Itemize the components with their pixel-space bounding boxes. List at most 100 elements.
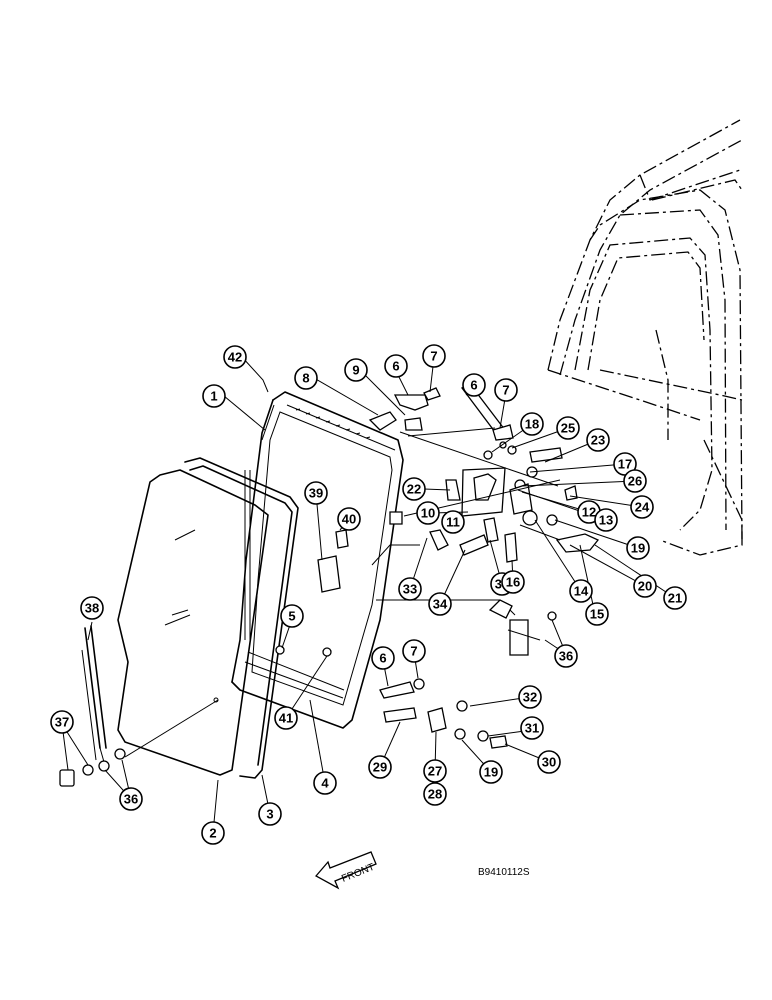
callout-circle bbox=[337, 507, 361, 531]
callout-27: 27 bbox=[423, 759, 447, 783]
callout-number: 10 bbox=[421, 506, 435, 521]
callout-14: 14 bbox=[569, 579, 593, 603]
callout-circle bbox=[462, 373, 486, 397]
callout-circle bbox=[371, 646, 395, 670]
callout-circle bbox=[119, 787, 143, 811]
callout-circle bbox=[384, 354, 408, 378]
callout-38: 38 bbox=[80, 596, 104, 620]
callout-circle bbox=[633, 574, 657, 598]
callout-number: 8 bbox=[302, 371, 309, 386]
callout-number: 29 bbox=[373, 760, 387, 775]
callout-circle bbox=[422, 344, 446, 368]
callout-number: 25 bbox=[561, 421, 575, 436]
door-frame bbox=[231, 391, 404, 729]
front-arrow-icon: FRONT bbox=[314, 851, 377, 890]
callout-number: 19 bbox=[631, 541, 645, 556]
callout-circle bbox=[537, 750, 561, 774]
callout-7: 7 bbox=[494, 378, 518, 402]
callout-11: 11 bbox=[441, 510, 465, 534]
callout-41: 41 bbox=[274, 706, 298, 730]
callout-13: 13 bbox=[594, 508, 618, 532]
callout-circle bbox=[520, 412, 544, 436]
callout-9: 9 bbox=[344, 358, 368, 382]
callout-2: 2 bbox=[201, 821, 225, 845]
callout-circle bbox=[586, 428, 610, 452]
callout-number: 17 bbox=[618, 457, 632, 472]
callout-number: 6 bbox=[392, 359, 399, 374]
callout-circle bbox=[501, 570, 525, 594]
callout-7: 7 bbox=[422, 344, 446, 368]
callout-6: 6 bbox=[384, 354, 408, 378]
callout-22: 22 bbox=[402, 477, 426, 501]
callout-circle bbox=[416, 501, 440, 525]
callout-number: 42 bbox=[228, 350, 242, 365]
callout-circle bbox=[585, 602, 609, 626]
callout-number: 24 bbox=[635, 500, 650, 515]
callout-circle bbox=[594, 508, 618, 532]
callout-number: 28 bbox=[428, 787, 442, 802]
glass-pane bbox=[117, 469, 269, 776]
callout-number: 15 bbox=[590, 607, 604, 622]
seal-strips bbox=[184, 457, 299, 779]
callout-circle bbox=[520, 716, 544, 740]
door-hardware bbox=[275, 383, 600, 749]
callout-number: 16 bbox=[506, 575, 520, 590]
callout-number: 33 bbox=[403, 582, 417, 597]
callout-17: 17 bbox=[613, 452, 637, 476]
callout-29: 29 bbox=[368, 755, 392, 779]
callout-19: 19 bbox=[626, 536, 650, 560]
callout-circle bbox=[518, 685, 542, 709]
callout-number: 41 bbox=[279, 711, 293, 726]
callout-5: 5 bbox=[280, 604, 304, 628]
callout-6: 6 bbox=[371, 646, 395, 670]
callout-circle bbox=[554, 644, 578, 668]
callout-number: 7 bbox=[410, 644, 417, 659]
callout-circle bbox=[479, 760, 503, 784]
callout-number: 5 bbox=[288, 609, 295, 624]
callout-25: 25 bbox=[556, 416, 580, 440]
callout-number: 27 bbox=[428, 764, 442, 779]
callout-number: 36 bbox=[124, 792, 138, 807]
wiper-assembly bbox=[59, 625, 126, 787]
callout-8: 8 bbox=[294, 366, 318, 390]
callout-number: 11 bbox=[446, 515, 460, 530]
callout-28: 28 bbox=[423, 782, 447, 806]
callout-3: 3 bbox=[258, 802, 282, 826]
callout-circle bbox=[569, 579, 593, 603]
callout-number: 39 bbox=[309, 486, 323, 501]
callout-number: 22 bbox=[407, 482, 421, 497]
callout-circle bbox=[663, 586, 687, 610]
callout-circle bbox=[398, 577, 422, 601]
callout-number: 4 bbox=[321, 776, 329, 791]
callout-10: 10 bbox=[416, 501, 440, 525]
callout-39: 39 bbox=[304, 481, 328, 505]
callout-number: 23 bbox=[591, 433, 605, 448]
callout-circle bbox=[294, 366, 318, 390]
callout-number: 2 bbox=[209, 826, 216, 841]
callout-number: 7 bbox=[502, 383, 509, 398]
callout-number: 34 bbox=[433, 597, 448, 612]
callout-number: 13 bbox=[599, 513, 613, 528]
callout-number: 36 bbox=[559, 649, 573, 664]
callout-number: 7 bbox=[430, 349, 437, 364]
cab-outline bbox=[547, 119, 743, 556]
callout-circle bbox=[423, 782, 447, 806]
callout-34: 34 bbox=[428, 592, 452, 616]
callout-number: 6 bbox=[379, 651, 386, 666]
callout-33: 33 bbox=[398, 577, 422, 601]
callout-circle bbox=[304, 481, 328, 505]
callout-4: 4 bbox=[313, 771, 337, 795]
callout-circle bbox=[201, 821, 225, 845]
callout-circle bbox=[258, 802, 282, 826]
drawing-number: B9410112S bbox=[478, 867, 530, 878]
callout-number: 14 bbox=[574, 584, 589, 599]
callout-circle bbox=[280, 604, 304, 628]
callout-7: 7 bbox=[402, 639, 426, 663]
callout-circle bbox=[630, 495, 654, 519]
callout-30: 30 bbox=[537, 750, 561, 774]
callout-number: 18 bbox=[525, 417, 539, 432]
callout-circle bbox=[402, 639, 426, 663]
callout-circle bbox=[368, 755, 392, 779]
callout-number: 6 bbox=[470, 378, 477, 393]
